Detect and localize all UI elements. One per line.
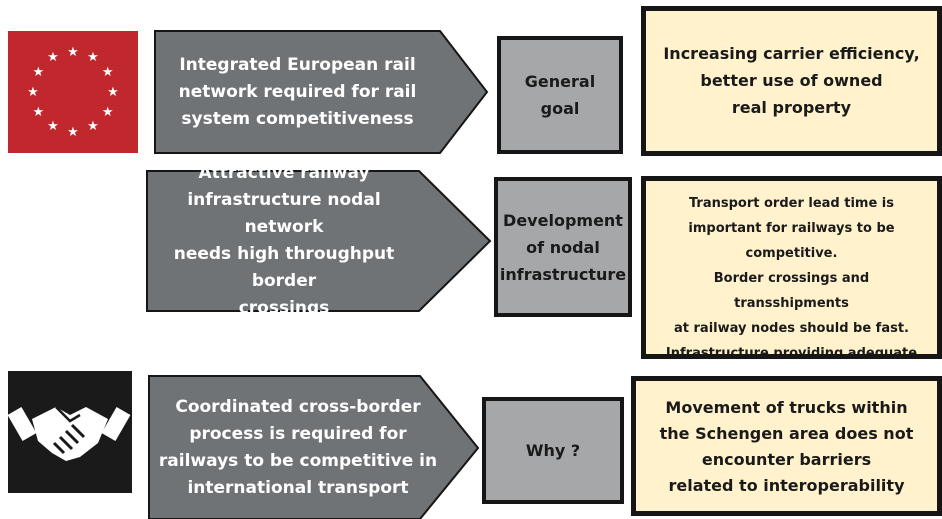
arrow-text-line: Coordinated cross-border	[175, 396, 421, 417]
star-icon: ★	[32, 64, 45, 80]
result-text-line: Movement of trucks within	[665, 398, 908, 417]
arrow-text-line: international transport	[187, 477, 409, 498]
arrow-text-line: needs high throughput border	[173, 244, 395, 291]
arrow-text-line: Attractive railway	[198, 163, 370, 183]
star-icon: ★	[27, 84, 39, 100]
result-text-line: encounter barriers	[701, 450, 872, 469]
result-text-line: competitive.	[745, 246, 838, 261]
label-text-line: goal	[540, 99, 580, 118]
star-icon: ★	[87, 49, 99, 65]
result-box-1: Increasing carrier efficiency, better us…	[641, 6, 942, 156]
label-box-3: Why ?	[482, 397, 624, 504]
star-icon: ★	[67, 124, 79, 140]
result-text-line: Border crossings and	[713, 271, 870, 286]
star-icon: ★	[101, 104, 114, 120]
star-icon: ★	[87, 119, 99, 135]
result-box-2: Transport order lead time is important f…	[641, 176, 942, 359]
star-icon: ★	[47, 49, 59, 65]
arrow-text-line: process is required for	[189, 423, 407, 444]
arrow-3	[148, 375, 480, 519]
arrow-text-line: network required for rail	[178, 81, 417, 102]
arrow-2	[146, 170, 492, 312]
result-text-line: Increasing carrier efficiency,	[663, 44, 920, 63]
label-box-2: Development of nodal infrastructure	[494, 177, 632, 317]
star-icon: ★	[47, 119, 59, 135]
arrow-text-line: railways to be competitive in	[158, 450, 438, 471]
label-text-line: Development	[503, 210, 623, 230]
eu-flag-icon: ★★★★★★★★★★★★	[8, 31, 138, 153]
result-text-line: transshipments	[734, 296, 849, 311]
result-text-line: Transport order lead time is	[688, 196, 895, 211]
star-icon: ★	[67, 44, 79, 60]
label-text-line: of nodal	[526, 237, 600, 257]
result-box-3: Movement of trucks within the Schengen a…	[631, 376, 942, 516]
label-box-1: General goal	[497, 36, 623, 154]
arrow-2-text: Attractive railway infrastructure nodal …	[152, 163, 416, 318]
result-text-line: the Schengen area does not	[659, 424, 914, 443]
arrow-1-text: Integrated European rail network require…	[160, 31, 435, 153]
star-icon: ★	[107, 84, 119, 100]
arrow-text-line: Integrated European rail	[179, 54, 416, 75]
label-text-line: infrastructure	[499, 264, 627, 284]
result-text-line: Infrastructure providing adequate	[665, 346, 918, 359]
star-icon: ★	[101, 64, 114, 80]
result-text-line: related to interoperability	[668, 476, 905, 495]
arrow-3-text: Coordinated cross-border process is requ…	[152, 376, 444, 519]
star-icon: ★	[32, 104, 45, 120]
arrow-1	[154, 30, 489, 154]
label-text-line: General	[524, 72, 596, 91]
result-text-line: better use of owned	[700, 71, 883, 90]
arrow-text-line: crossings	[238, 298, 330, 318]
label-text-line: Why ?	[525, 441, 581, 460]
result-text-line: at railway nodes should be fast.	[674, 321, 909, 336]
arrow-text-line: system competitiveness	[181, 108, 414, 129]
handshake-icon	[7, 371, 132, 493]
result-text-line: real property	[731, 98, 852, 117]
arrow-text-line: infrastructure nodal network	[187, 190, 381, 237]
result-text-line: important for railways to be	[688, 221, 895, 236]
